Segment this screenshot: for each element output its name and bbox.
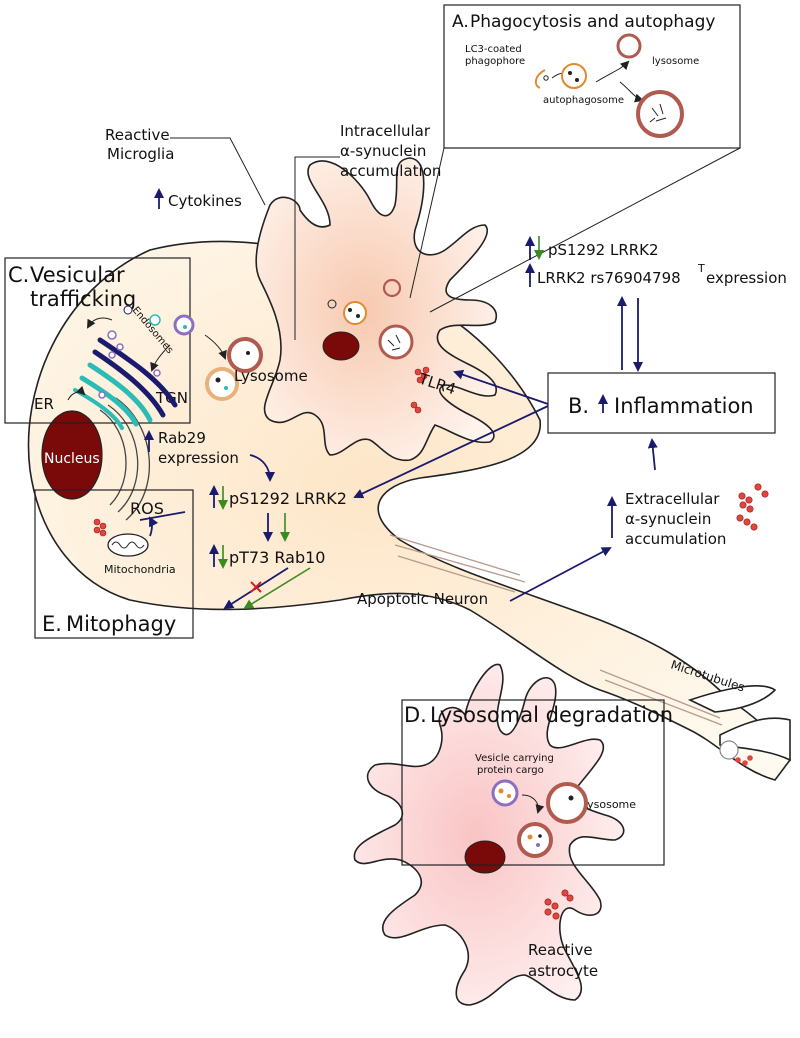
box-d-lysosome-label: Lysosome (582, 798, 636, 811)
box-d-lysosomal-degradation: D. Lysosomal degradation Vesicle carryin… (401, 699, 673, 866)
autolysosome-icon (636, 90, 684, 138)
box-e-synuclein (93, 518, 107, 537)
box-b-inflammation: B. Inflammation (547, 372, 776, 434)
intracellular-label-1: Intracellular (340, 122, 431, 140)
box-c-letter: C. (8, 263, 29, 287)
box-a-lysosome: lysosome (652, 56, 699, 67)
box-c-title-2: trafficking (30, 287, 136, 311)
box-c-lysosome-label: Lysosome (234, 367, 308, 385)
astrocyte-nucleus (464, 840, 506, 874)
reactive-astrocyte-label-1: Reactive (528, 941, 593, 959)
astrocyte-synuclein (544, 889, 574, 920)
inflammation-to-ps1292-arrow (353, 405, 549, 499)
pt73-green-arrow (243, 567, 311, 610)
box-c-title-1: Vesicular (30, 263, 125, 287)
intracellular-label-2: α-synuclein (340, 142, 426, 160)
box-d-title: Lysosomal degradation (430, 703, 673, 727)
box-c-lysosome-icon (227, 337, 263, 373)
box-a-lc3-line1: LC3-coated (465, 44, 522, 55)
rab29-to-ps1292-arrow (249, 454, 275, 482)
microglia-nucleus (322, 331, 360, 361)
axon-terminal-branch (687, 685, 777, 713)
ps1292-mid-label: pS1292 LRRK2 (229, 489, 347, 508)
microglia-synuclein (410, 366, 430, 414)
box-a-phagocytosis: A. Phagocytosis and autophagy LC3-coated… (409, 4, 741, 313)
rab29-label-2: expression (158, 449, 239, 467)
box-d-lysosome-icon (546, 782, 588, 824)
ps1292-top-label: pS1292 LRRK2 (548, 241, 659, 259)
intracellular-pointer-line (294, 156, 340, 340)
box-a-letter: A. (452, 12, 469, 32)
apoptotic-to-extracellular-arrow (509, 547, 612, 602)
extracellular-label-3: accumulation (625, 530, 726, 548)
inhibition-x-mark (250, 581, 262, 593)
box-e-mitophagy: ROS Mitochondria E. Mitophagy (34, 489, 194, 639)
box-d-vesicle-line2: protein cargo (477, 765, 544, 776)
microglia-autophagosome (327, 278, 414, 360)
box-a-lysosome-icon (616, 33, 642, 59)
axon-terminal-vesicle (719, 740, 753, 766)
apoptotic-neuron-label: Apoptotic Neuron (357, 590, 488, 608)
box-e-letter: E. (42, 612, 62, 636)
nucleus-label: Nucleus (44, 451, 100, 467)
box-e-ros: ROS (130, 499, 164, 518)
box-a-lc3-line2: phagophore (465, 56, 525, 67)
reactive-astrocyte-label-2: astrocyte (528, 962, 598, 980)
cargo-vesicle-icon (491, 779, 519, 807)
box-c-er: ER (34, 395, 54, 413)
mitochondrion-icon (107, 533, 149, 557)
inflammation-to-tlr4-arrow (453, 369, 549, 405)
lrrk2-expression-label-a: LRRK2 rs76904798 (537, 269, 681, 287)
box-e-mitochondria: Mitochondria (104, 563, 176, 576)
extracellular-label-2: α-synuclein (625, 510, 711, 528)
box-b-letter: B. (568, 394, 589, 418)
ros-to-ps1292-line (139, 511, 186, 521)
lrrk2-expression-superscript: T (697, 262, 705, 275)
rab29-label-1: Rab29 (158, 429, 206, 447)
box-c-vesicles (98, 305, 195, 399)
box-a-title: Phagocytosis and autophagy (470, 12, 715, 32)
pt73-label: pT73 Rab10 (229, 548, 325, 567)
nucleus-organelle: Nucleus (41, 410, 103, 500)
box-e-title: Mitophagy (66, 612, 176, 636)
intracellular-label-3: accumulation (340, 162, 441, 180)
extracellular-to-inflammation-arrow (647, 438, 658, 471)
reactive-microglia-label-2: Microglia (107, 145, 174, 163)
phagophore-icon (534, 69, 549, 89)
microtubule-lines (389, 534, 723, 726)
box-b-title: Inflammation (614, 394, 754, 418)
lrrk2-expression-label-b: expression (706, 269, 787, 287)
box-a-autophagosome: autophagosome (543, 95, 624, 106)
box-d-letter: D. (404, 703, 427, 727)
microglia-pointer-line (170, 137, 266, 206)
reactive-microglia-cell (255, 157, 497, 462)
box-c-autolysosome-icon (205, 367, 239, 401)
extracellular-synuclein (736, 483, 769, 531)
cytokines-label: Cytokines (168, 192, 242, 210)
box-d-autolysosome-icon (517, 822, 553, 858)
box-d-vesicle-line1: Vesicle carrying (475, 753, 554, 764)
extracellular-label-1: Extracellular (625, 490, 720, 508)
autophagosome-icon (561, 63, 587, 89)
reactive-microglia-label-1: Reactive (105, 126, 170, 144)
